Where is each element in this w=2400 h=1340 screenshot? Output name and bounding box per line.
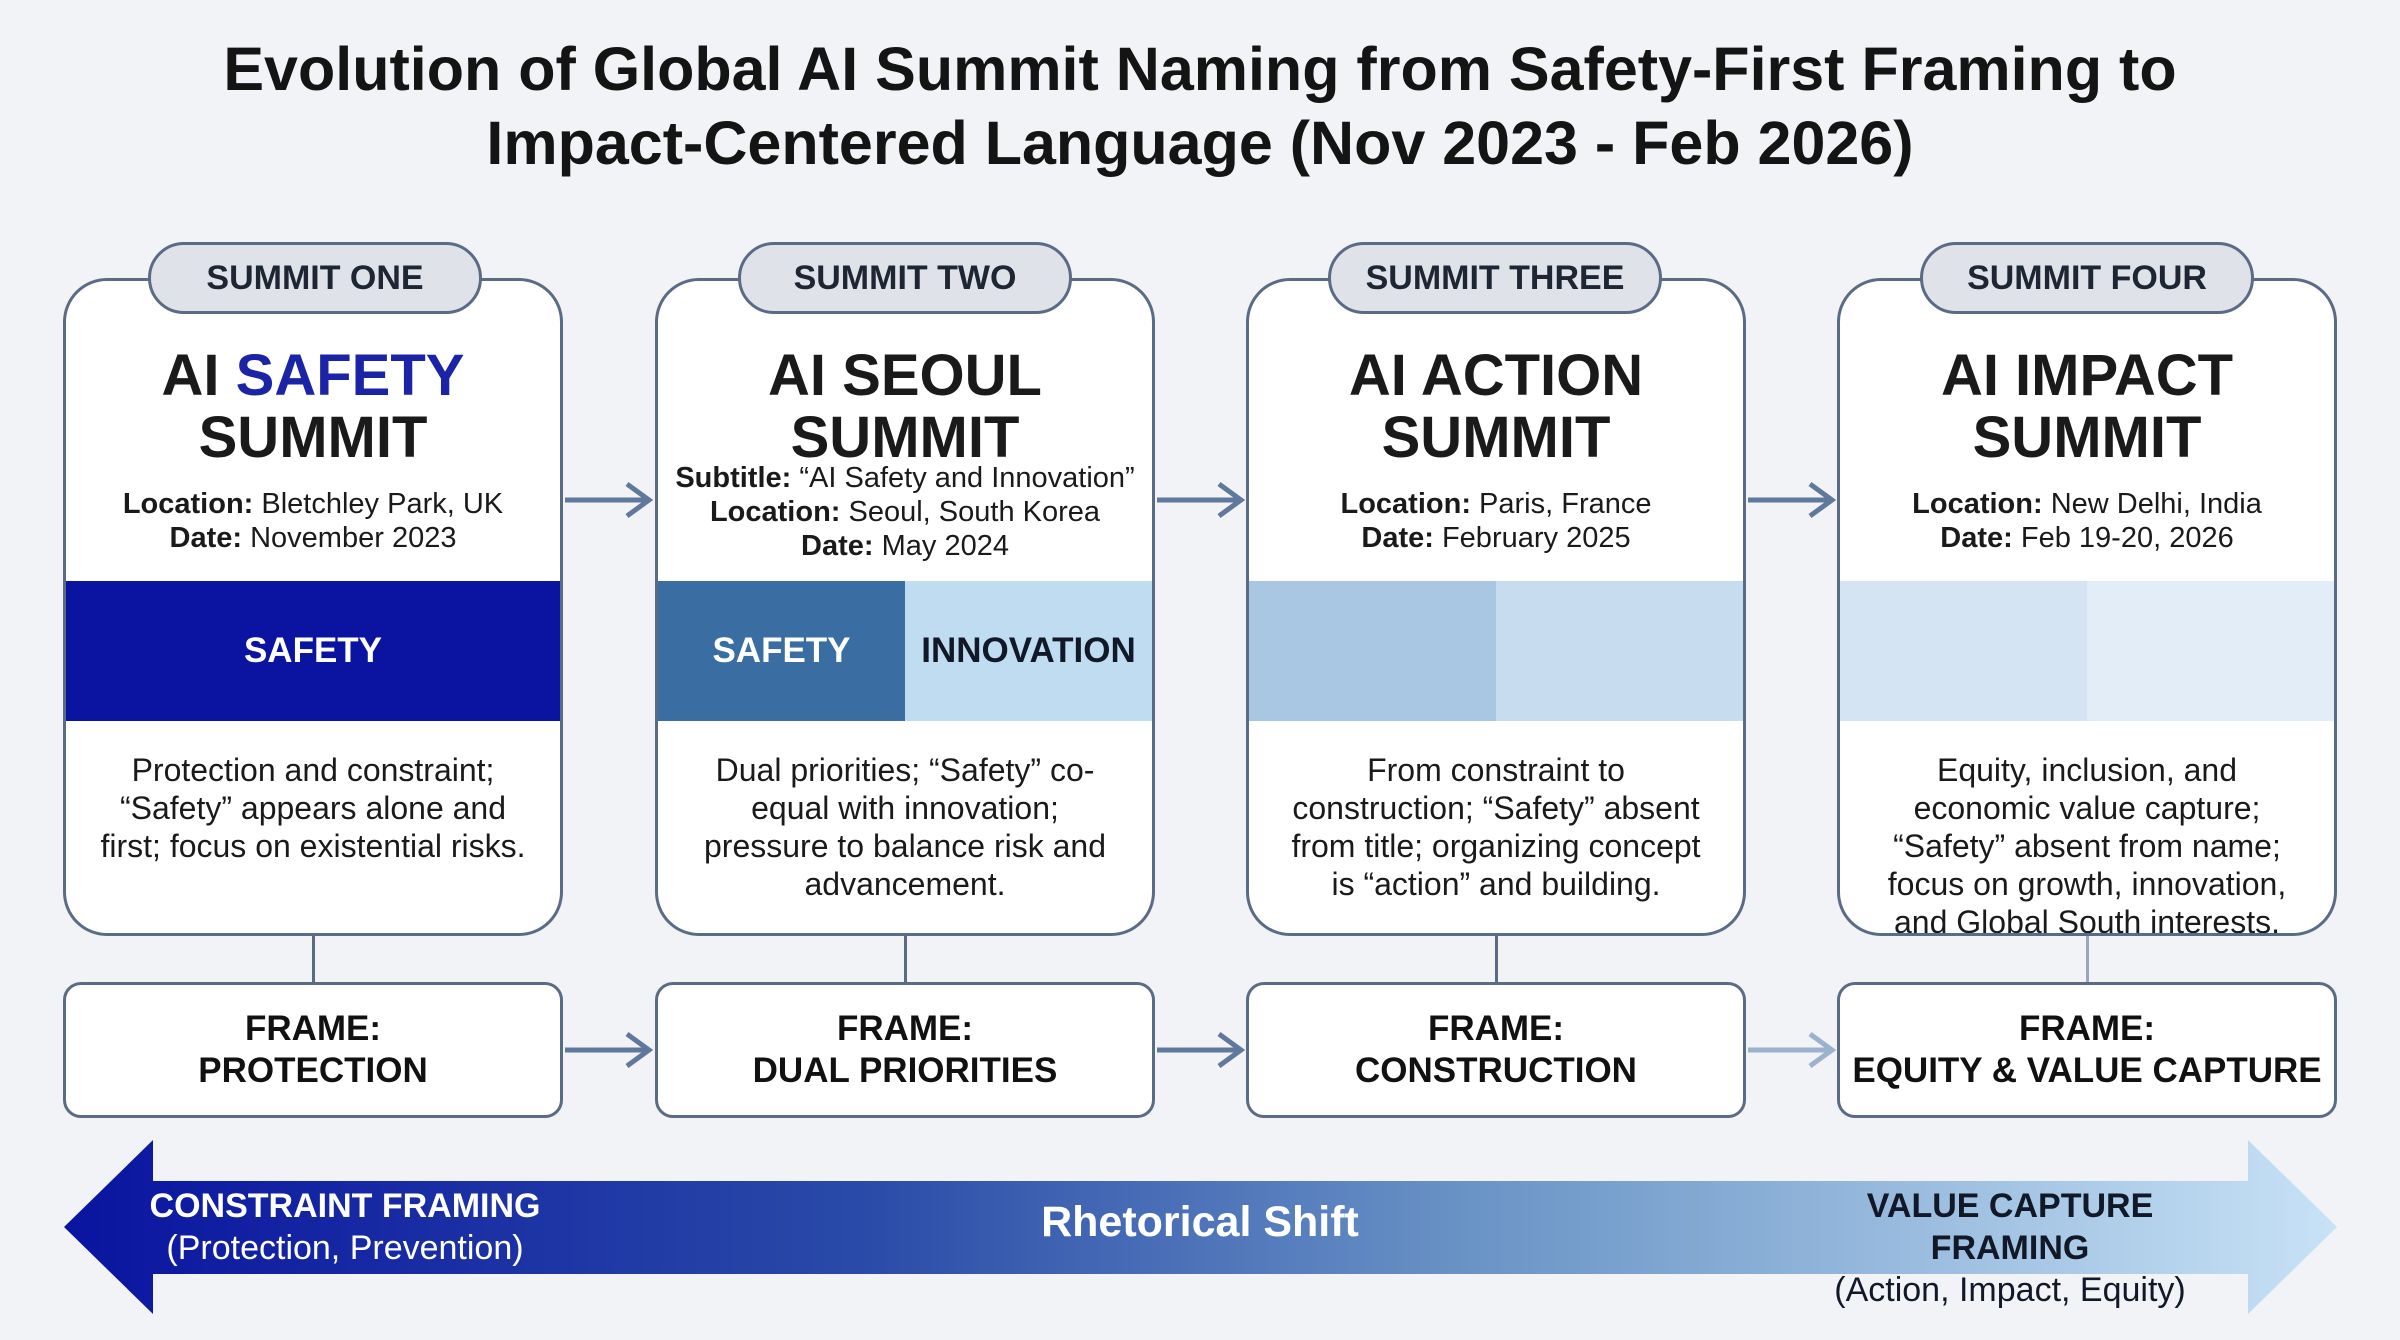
- right-arrow-icon: [565, 1031, 654, 1069]
- value-capture-framing-sub: (Action, Impact, Equity): [1834, 1271, 2186, 1309]
- summit-four-tab: SUMMIT FOUR: [1920, 242, 2254, 314]
- right-arrow-icon: [1748, 481, 1837, 519]
- frame-box-protection: FRAME: PROTECTION: [63, 982, 563, 1118]
- emphasis-band-faded: [1840, 581, 2334, 721]
- summit-name-line-2: SUMMIT: [790, 405, 1020, 470]
- summit-date: Date: May 2024: [658, 529, 1152, 563]
- summit-name-line-2: SUMMIT: [1972, 405, 2202, 470]
- summit-location: Location: Paris, France: [1249, 487, 1743, 521]
- location-value: Bletchley Park, UK: [261, 488, 504, 520]
- right-arrow-icon: [1748, 1031, 1837, 1069]
- summit-date: Date: November 2023: [66, 521, 560, 555]
- frame-label: FRAME:: [2018, 1009, 2156, 1048]
- summit-name: AI SEOUL SUMMIT: [658, 345, 1152, 469]
- rhetorical-shift-label: Rhetorical Shift: [1041, 1198, 1359, 1246]
- summit-description: Protection and constraint; “Safety” appe…: [100, 752, 526, 864]
- value-capture-framing-label: VALUE CAPTURE FRAMING (Action, Impact, E…: [1790, 1185, 2230, 1311]
- location-label: Location:: [122, 488, 254, 520]
- title-line-1: Evolution of Global AI Summit Naming fro…: [223, 35, 2177, 103]
- location-value: Seoul, South Korea: [848, 496, 1101, 528]
- frame-box-construction: FRAME: CONSTRUCTION: [1246, 982, 1746, 1118]
- date-label: Date:: [1361, 522, 1434, 554]
- location-value: Paris, France: [1479, 488, 1652, 520]
- date-value: Feb 19-20, 2026: [2020, 522, 2234, 554]
- band-segment-faded-right: [2087, 581, 2334, 721]
- rhetorical-shift-arrow: [64, 1140, 2337, 1314]
- date-value: February 2025: [1441, 522, 1631, 554]
- band-segment-innovation: INNOVATION: [905, 581, 1152, 721]
- frame-label: FRAME:: [244, 1009, 382, 1048]
- location-label: Location:: [1340, 488, 1471, 520]
- frame-value: PROTECTION: [198, 1051, 428, 1090]
- location-value: New Delhi, India: [2050, 488, 2262, 520]
- summit-date: Date: February 2025: [1249, 521, 1743, 555]
- constraint-framing-label: CONSTRAINT FRAMING (Protection, Preventi…: [140, 1185, 550, 1269]
- subtitle-label: Subtitle:: [675, 462, 792, 494]
- summit-one-card: AI SAFETY SUMMIT Location: Bletchley Par…: [63, 278, 563, 936]
- summit-name: AI SAFETY SUMMIT: [66, 345, 560, 469]
- summit-subtitle: Subtitle: “AI Safety and Innovation”: [658, 461, 1152, 495]
- emphasis-band-faded: [1249, 581, 1743, 721]
- summit-name-line-2: SUMMIT: [1381, 405, 1611, 470]
- date-value: November 2023: [250, 522, 457, 554]
- frame-value: DUAL PRIORITIES: [752, 1051, 1058, 1090]
- summit-name-line-1: AI IMPACT: [1940, 343, 2234, 408]
- summit-name-highlight: SAFETY: [235, 343, 465, 408]
- summit-date: Date: Feb 19-20, 2026: [1840, 521, 2334, 555]
- summit-name-line-1: AI SEOUL: [768, 343, 1042, 408]
- summit-description: From constraint to construction; “Safety…: [1291, 752, 1701, 902]
- right-arrow-icon: [565, 481, 654, 519]
- frame-label: FRAME:: [1427, 1009, 1565, 1048]
- frame-value: CONSTRUCTION: [1355, 1051, 1637, 1090]
- date-label: Date:: [169, 522, 243, 554]
- date-value: May 2024: [881, 530, 1009, 562]
- date-label: Date:: [1940, 522, 2013, 554]
- constraint-framing-title: CONSTRAINT FRAMING: [149, 1187, 541, 1225]
- page-title: Evolution of Global AI Summit Naming fro…: [0, 32, 2400, 180]
- band-segment-safety: SAFETY: [66, 581, 560, 721]
- summit-two-tab: SUMMIT TWO: [738, 242, 1072, 314]
- band-segment-faded-left: [1840, 581, 2087, 721]
- connector-line: [904, 936, 907, 984]
- location-label: Location:: [709, 496, 841, 528]
- summit-name-prefix: AI: [161, 343, 236, 408]
- band-segment-faded-right: [1496, 581, 1743, 721]
- emphasis-band: SAFETY: [66, 581, 560, 721]
- summit-description: Equity, inclusion, and economic value ca…: [1887, 752, 2287, 936]
- emphasis-band: SAFETY INNOVATION: [658, 581, 1152, 721]
- right-arrow-icon: [1157, 481, 1246, 519]
- band-segment-faded-left: [1249, 581, 1496, 721]
- subtitle-value: “AI Safety and Innovation”: [799, 462, 1135, 494]
- frame-value: EQUITY & VALUE CAPTURE: [1852, 1051, 2322, 1090]
- summit-location: Location: Seoul, South Korea: [658, 495, 1152, 529]
- band-segment-safety: SAFETY: [658, 581, 905, 721]
- date-label: Date:: [801, 530, 874, 562]
- connector-line: [312, 936, 315, 984]
- summit-four-card: AI IMPACT SUMMIT Location: New Delhi, In…: [1837, 278, 2337, 936]
- summit-one-tab: SUMMIT ONE: [148, 242, 482, 314]
- right-arrow-icon: [1157, 1031, 1246, 1069]
- summit-name-line-2: SUMMIT: [198, 405, 428, 470]
- summit-two-card: AI SEOUL SUMMIT Subtitle: “AI Safety and…: [655, 278, 1155, 936]
- summit-name: AI IMPACT SUMMIT: [1840, 345, 2334, 469]
- connector-line: [1495, 936, 1498, 984]
- frame-box-dual-priorities: FRAME: DUAL PRIORITIES: [655, 982, 1155, 1118]
- summit-name-line-1: AI ACTION: [1348, 343, 1644, 408]
- summit-three-tab: SUMMIT THREE: [1328, 242, 1662, 314]
- summit-location: Location: New Delhi, India: [1840, 487, 2334, 521]
- summit-location: Location: Bletchley Park, UK: [66, 487, 560, 521]
- summit-description: Dual priorities; “Safety” co-equal with …: [704, 752, 1106, 902]
- frame-box-equity-value-capture: FRAME: EQUITY & VALUE CAPTURE: [1837, 982, 2337, 1118]
- summit-name: AI ACTION SUMMIT: [1249, 345, 1743, 469]
- connector-line: [2086, 936, 2089, 984]
- value-capture-framing-title: VALUE CAPTURE FRAMING: [1866, 1187, 2154, 1267]
- title-line-2: Impact-Centered Language (Nov 2023 - Feb…: [486, 109, 1914, 177]
- frame-label: FRAME:: [836, 1009, 974, 1048]
- constraint-framing-sub: (Protection, Prevention): [166, 1229, 524, 1267]
- summit-three-card: AI ACTION SUMMIT Location: Paris, France…: [1246, 278, 1746, 936]
- location-label: Location:: [1912, 488, 2043, 520]
